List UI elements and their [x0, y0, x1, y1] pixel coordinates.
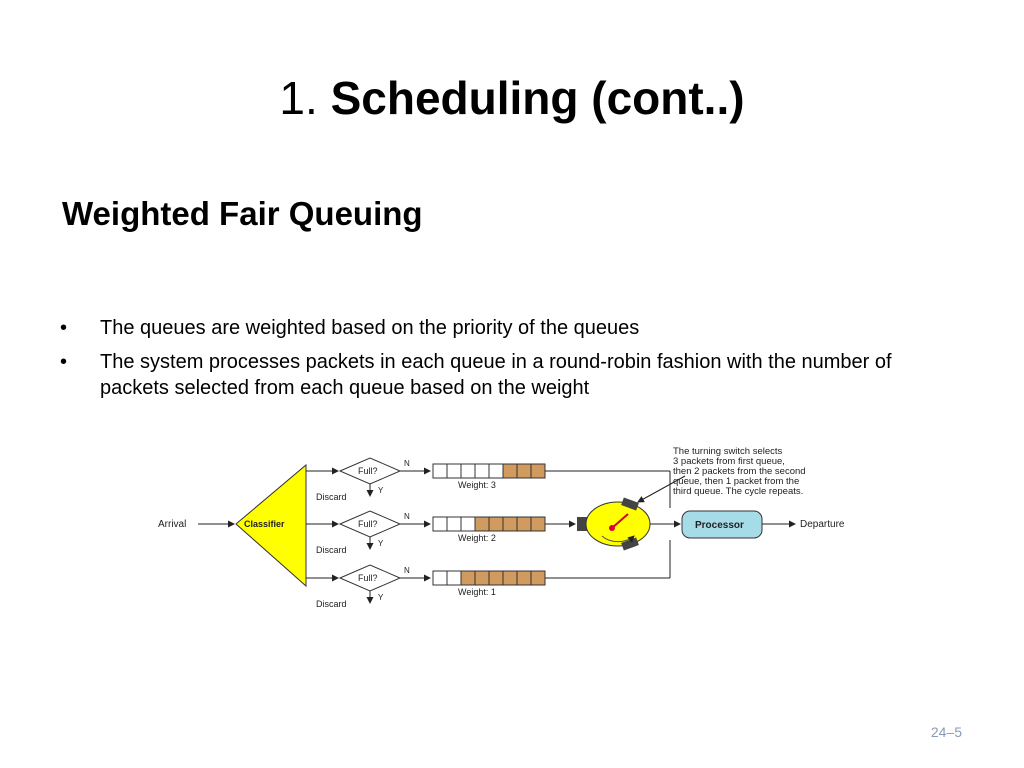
slide-subtitle: Weighted Fair Queuing: [62, 195, 423, 232]
switch-pointer: [611, 513, 629, 529]
note-line: The turning switch selects: [673, 446, 783, 457]
bullet-item: • The system processes packets in each q…: [60, 349, 940, 401]
note-pointer-arrow: [637, 475, 686, 503]
discard-label: Discard: [316, 492, 347, 502]
weight-label: Weight: 3: [458, 480, 496, 490]
no-label: N: [404, 512, 410, 521]
queue-packet: [502, 463, 518, 479]
no-label: N: [404, 459, 410, 468]
turning-switch: [577, 497, 651, 551]
queue-slot: [432, 570, 448, 586]
note-line: then 2 packets from the second: [673, 466, 806, 477]
note-line: third queue. The cycle repeats.: [673, 486, 803, 497]
classifier-label: Classifier: [244, 519, 285, 529]
no-label: N: [404, 566, 410, 575]
bullet-text: The queues are weighted based on the pri…: [100, 317, 640, 339]
departure-label: Departure: [800, 519, 845, 530]
weight-label: Weight: 1: [458, 587, 496, 597]
queue-packet: [474, 570, 490, 586]
queue-packet: [488, 570, 504, 586]
rotation-arrow-icon: [601, 535, 635, 543]
queue-packet: [502, 516, 518, 532]
bullet-list: • The queues are weighted based on the p…: [60, 315, 940, 409]
queue-packet: [488, 516, 504, 532]
queue-slot: [432, 516, 448, 532]
bullet-text: The system processes packets in each que…: [100, 351, 892, 399]
bullet-item: • The queues are weighted based on the p…: [60, 315, 940, 341]
note-line: queue, then 1 packet from the: [673, 476, 799, 487]
switch-pivot: [609, 525, 615, 531]
weight-label: Weight: 2: [458, 533, 496, 543]
title-main: Scheduling (cont..): [330, 72, 745, 124]
queue-packet: [516, 516, 532, 532]
queue-packet: [460, 570, 476, 586]
yes-label: Y: [378, 539, 384, 548]
queue-packet: [516, 463, 532, 479]
queue-slot: [460, 463, 476, 479]
queue-packet: [502, 570, 518, 586]
queue-packet: [530, 570, 546, 586]
queue-2-slots: [432, 516, 546, 532]
queue-slot: [460, 516, 476, 532]
yes-label: Y: [378, 593, 384, 602]
discard-label: Discard: [316, 545, 347, 555]
yes-label: Y: [378, 486, 384, 495]
queue-row-3: Full? N Y Discard Weight: 1: [316, 564, 546, 609]
arrival-label: Arrival: [158, 519, 186, 530]
switch-contact: [621, 497, 639, 511]
queue-3-slots: [432, 570, 546, 586]
queue-packet: [516, 570, 532, 586]
processor-label: Processor: [695, 520, 744, 531]
queue-slot: [488, 463, 504, 479]
queue-1-slots: [432, 463, 546, 479]
wfq-diagram: Arrival Classifier Full? N Y Discard Wei…: [158, 446, 845, 609]
full-check-label: Full?: [358, 519, 378, 529]
full-check-label: Full?: [358, 466, 378, 476]
bullet-dot-icon: •: [60, 317, 68, 339]
queue-row-1: Full? N Y Discard Weight: 3: [316, 457, 546, 502]
queue-packet: [530, 463, 546, 479]
bullet-dot-icon: •: [60, 351, 68, 373]
queue-packet: [474, 516, 490, 532]
switch-contact: [577, 517, 587, 531]
note-line: 3 packets from first queue,: [673, 456, 785, 467]
queue-packet: [530, 516, 546, 532]
queue-slot: [446, 463, 462, 479]
slide-title: 1. Scheduling (cont..): [0, 70, 1024, 126]
queue-slot: [446, 570, 462, 586]
full-check-label: Full?: [358, 573, 378, 583]
queue-slot: [446, 516, 462, 532]
queue-slot: [432, 463, 448, 479]
queue-slot: [474, 463, 490, 479]
queue-row-2: Full? N Y Discard Weight: 2: [316, 510, 546, 555]
switch-note: The turning switch selects 3 packets fro…: [673, 446, 806, 497]
discard-label: Discard: [316, 599, 347, 609]
page-number: 24–5: [930, 724, 962, 740]
classifier-shape: [235, 463, 307, 588]
title-number: 1.: [279, 72, 318, 124]
